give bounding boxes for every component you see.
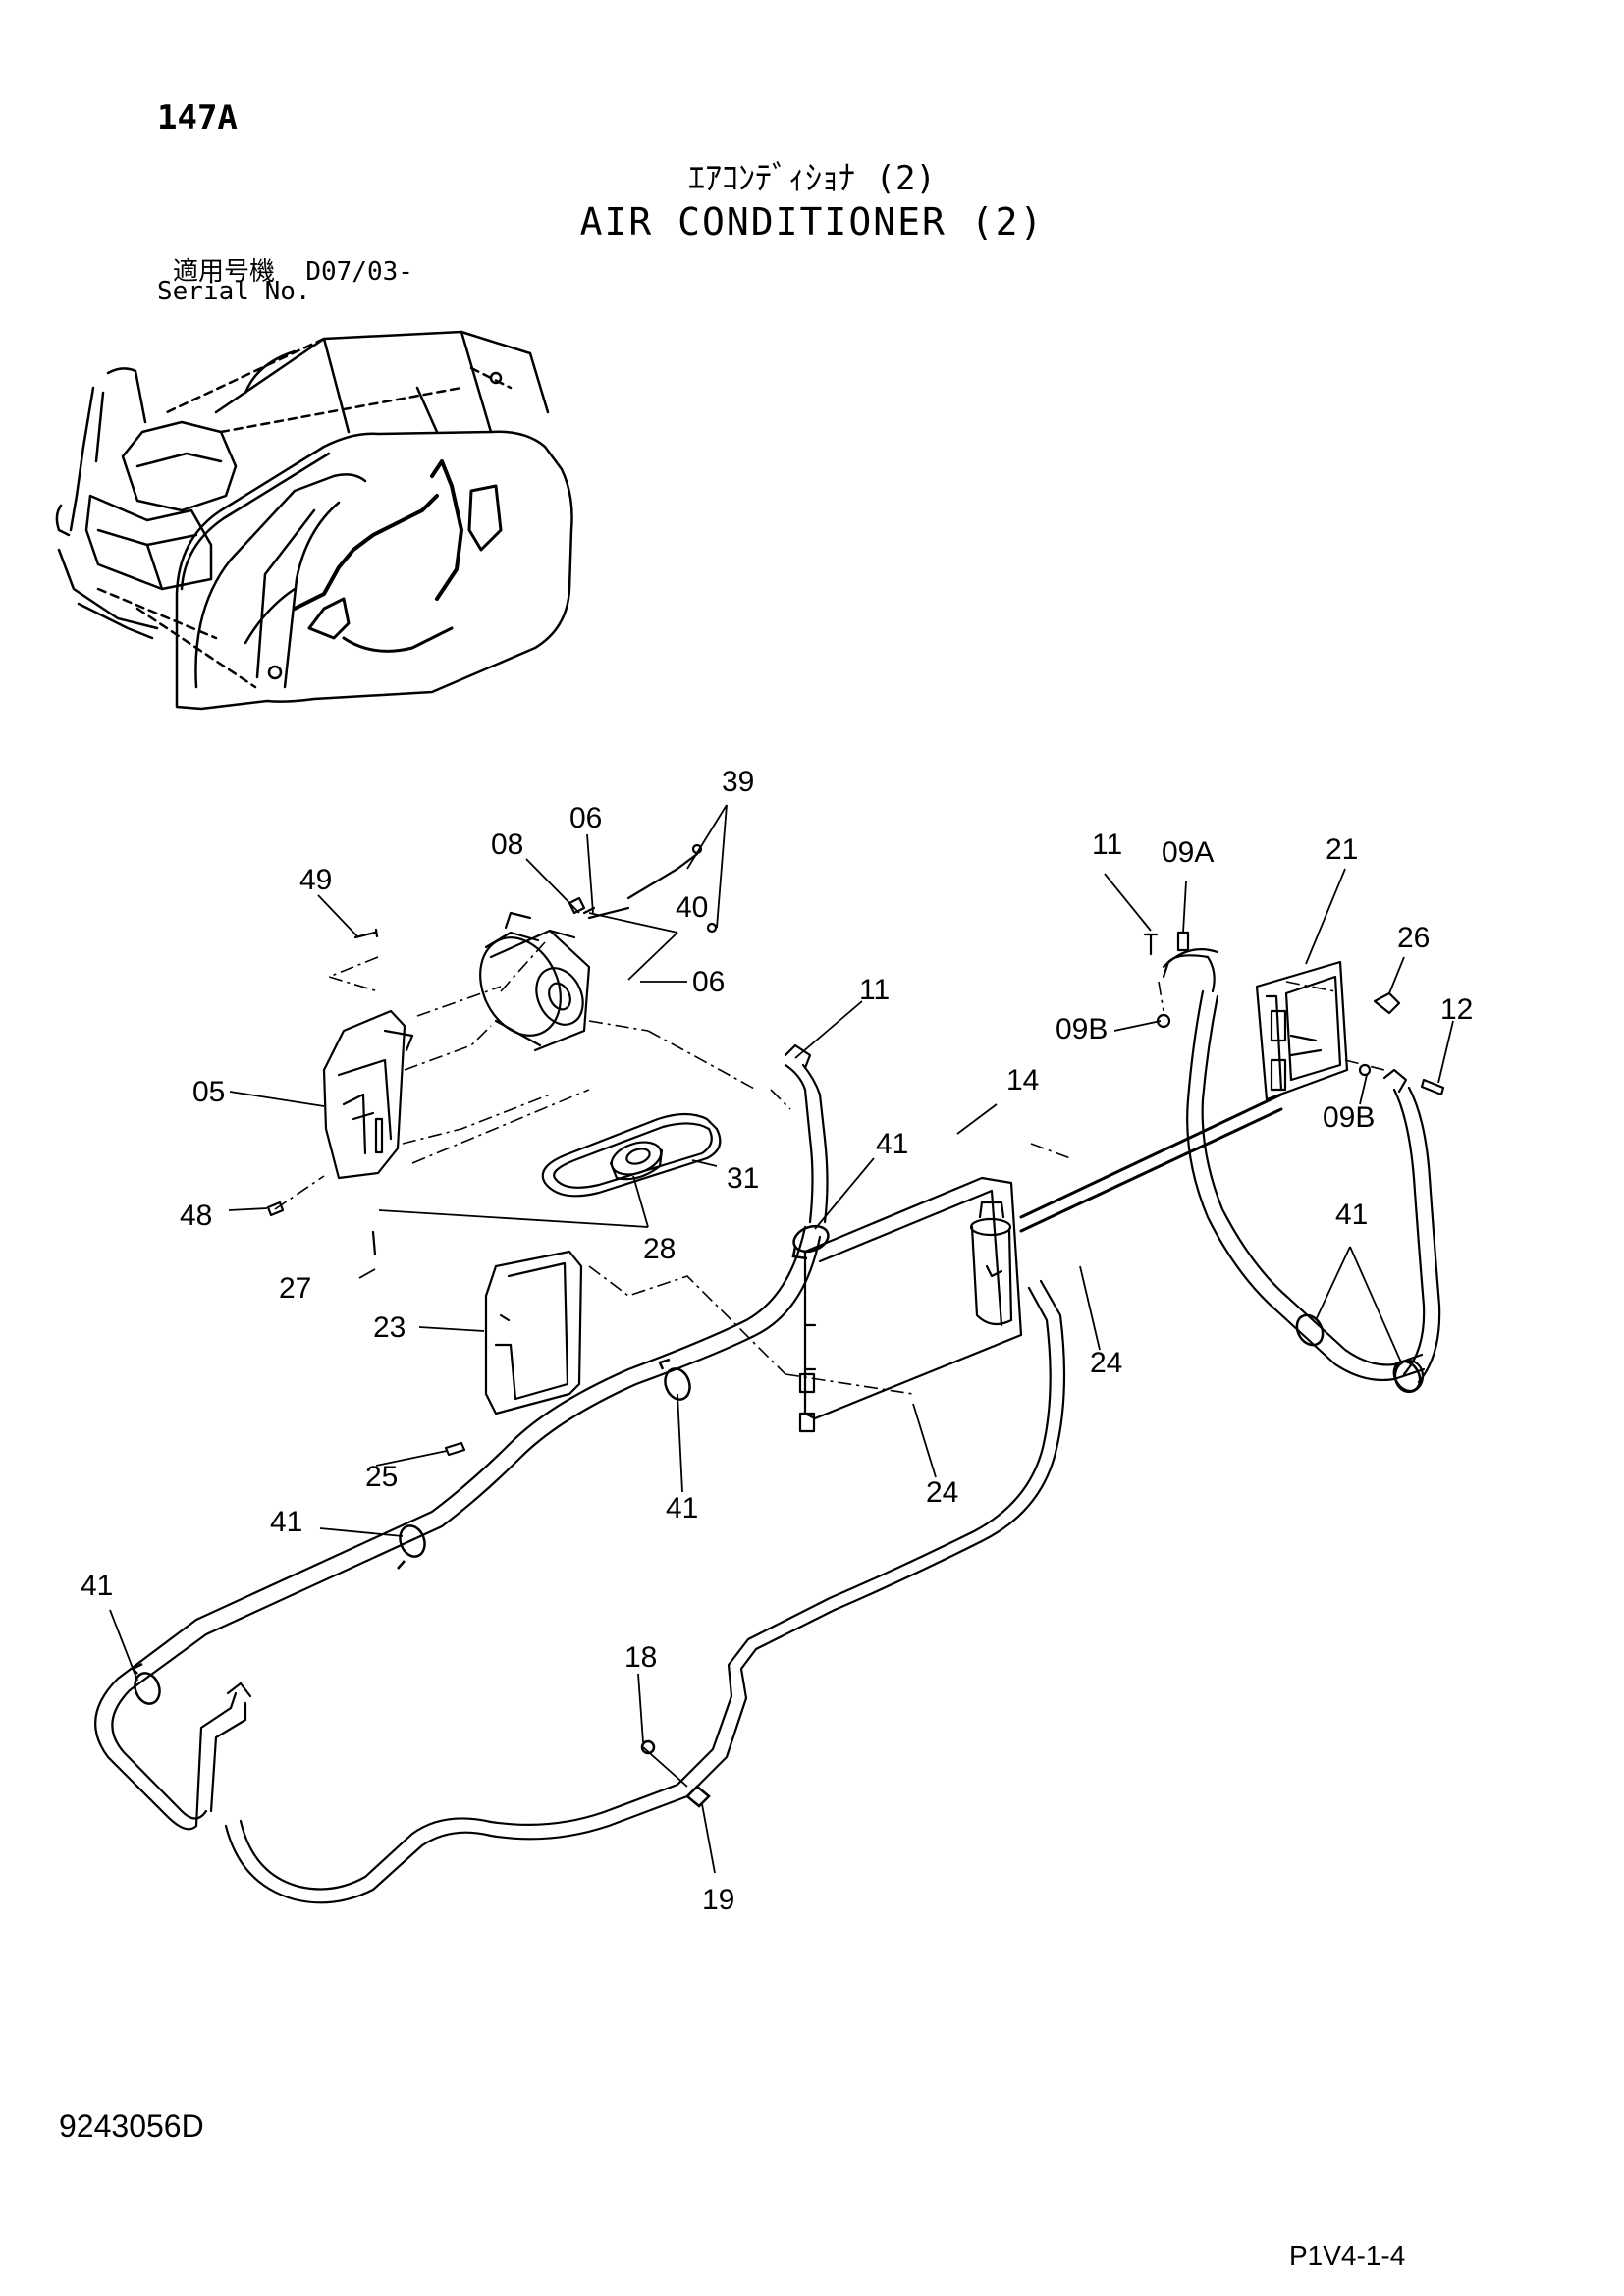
serial-label-jp: 適用号機 (173, 257, 276, 287)
page-number: 147A (157, 98, 238, 137)
serial-value: D07/03- (305, 257, 413, 287)
serial-label-en: Serial No. (157, 277, 311, 306)
callout-41-left: 41 (270, 1506, 302, 1538)
callout-49: 49 (299, 864, 332, 896)
page-reference: P1V4-1-4 (1289, 2240, 1406, 2270)
drawing-number: 9243056D (59, 2109, 204, 2144)
callout-14: 14 (1006, 1064, 1039, 1096)
callout-31: 31 (727, 1162, 759, 1195)
compressor-group (266, 843, 722, 1457)
callout-09b-left: 09B (1056, 1013, 1108, 1045)
machine-overview-inset (55, 330, 573, 711)
callout-24-right: 24 (1090, 1347, 1122, 1379)
callout-08: 08 (491, 828, 523, 861)
leader-lines (109, 804, 1454, 1874)
assembly-lines (274, 941, 1385, 1395)
callout-41-middle: 41 (666, 1492, 698, 1524)
title-english: AIR CONDITIONER (2) (579, 200, 1045, 243)
callout-12: 12 (1440, 993, 1473, 1026)
callout-21: 21 (1326, 833, 1358, 866)
callout-24-lower: 24 (926, 1476, 958, 1509)
callout-19: 19 (702, 1884, 734, 1916)
callout-41-far-left: 41 (81, 1570, 113, 1602)
callout-06-upper: 06 (569, 802, 602, 834)
callout-25: 25 (365, 1461, 398, 1493)
callout-26: 26 (1397, 922, 1430, 954)
callout-41-right: 41 (1335, 1199, 1368, 1231)
callout-09b-right: 09B (1323, 1101, 1375, 1134)
condenser-group (798, 931, 1445, 1433)
refrigerant-hoses (94, 948, 1441, 1904)
callout-11-center: 11 (859, 974, 890, 1006)
callout-labels: 49 08 06 39 40 06 05 48 31 28 27 23 25 1… (81, 766, 1473, 1916)
callout-40: 40 (676, 891, 708, 924)
callout-05: 05 (192, 1076, 225, 1108)
serial-row-japanese: 適用号機 D07/03- (173, 251, 413, 288)
callout-41-condenser: 41 (876, 1128, 908, 1160)
callout-48: 48 (180, 1200, 212, 1232)
callout-11-top-right: 11 (1092, 828, 1122, 861)
callout-27: 27 (279, 1272, 311, 1305)
callout-09a: 09A (1162, 836, 1214, 869)
callout-18: 18 (624, 1641, 657, 1674)
callout-06-lower: 06 (692, 966, 725, 998)
title-japanese: ｴｱｺﾝﾃﾞｨｼｮﾅ (2) (688, 159, 936, 198)
callout-28: 28 (643, 1233, 676, 1265)
callout-39: 39 (722, 766, 754, 798)
hose-clamps (130, 1224, 1422, 1808)
callout-23: 23 (373, 1311, 406, 1344)
